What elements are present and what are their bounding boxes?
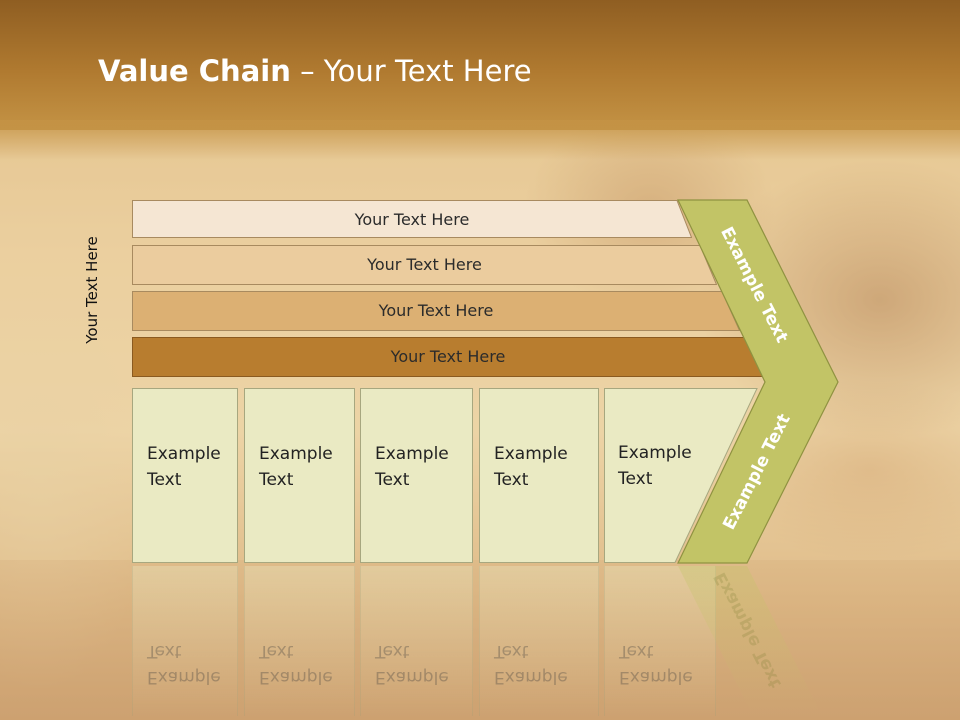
bar-2-shape (132, 245, 717, 285)
box-1: Example Text (132, 388, 238, 563)
box-2: Example Text (244, 388, 355, 563)
bar-3: Your Text Here (132, 291, 740, 331)
bar-1: Your Text Here (132, 200, 692, 238)
box-5: Example Text (604, 388, 724, 563)
title-bar (0, 0, 960, 130)
box-4-reflection: Example Text (479, 566, 599, 716)
box-5-shape (604, 388, 758, 563)
bar-3-label: Your Text Here (378, 300, 494, 320)
box-4: Example Text (479, 388, 599, 563)
box-2-reflection: Example Text (244, 566, 355, 716)
bar-3-shape (132, 291, 740, 331)
bar-4: Your Text Here (132, 337, 764, 377)
chevron-shape (677, 199, 839, 564)
bar-4-label: Your Text Here (390, 346, 506, 366)
box-3-label: Example Text (375, 444, 449, 490)
box-3-reflection: Example Text (360, 566, 473, 716)
box-1-reflection: Example Text (132, 566, 238, 716)
box-5-label: Example Text (618, 443, 692, 489)
box-4-label: Example Text (494, 444, 568, 490)
bar-1-shape (132, 200, 692, 238)
slide-title-bold: Value Chain (98, 54, 291, 88)
bar-1-label: Your Text Here (354, 209, 470, 229)
bar-2: Your Text Here (132, 245, 717, 285)
slide-title-rest: – Your Text Here (290, 54, 532, 88)
slide-title: Value Chain – Your Text Here (98, 54, 532, 88)
box-3: Example Text (360, 388, 473, 563)
box-2-label: Example Text (259, 444, 333, 490)
box-1-label: Example Text (147, 444, 221, 490)
chevron-reflection (678, 566, 820, 712)
bar-2-label: Your Text Here (367, 254, 482, 274)
title-bar-fade (0, 120, 960, 160)
